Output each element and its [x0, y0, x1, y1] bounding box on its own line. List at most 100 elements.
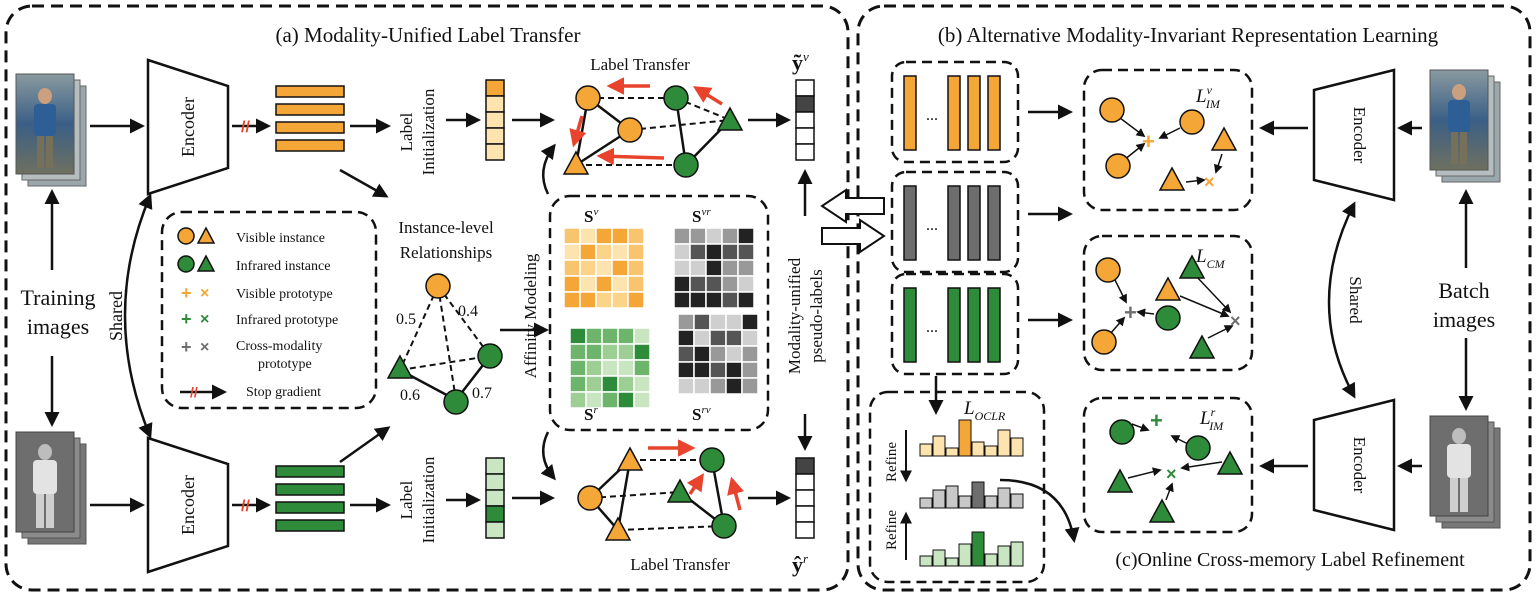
- batch-encoder-top: [1312, 68, 1396, 202]
- svg-text:×: ×: [1166, 464, 1177, 484]
- batch-encoder-top-label: Encoder: [1350, 107, 1369, 164]
- matrix-cell: [673, 275, 691, 293]
- svg-text:+: +: [181, 309, 192, 329]
- histogram-bar: [997, 429, 1011, 457]
- matrix-cell: [725, 313, 743, 331]
- matrix-cell: [673, 259, 691, 277]
- y-tilde-v: ỹv: [792, 49, 809, 75]
- relationship-graph: [386, 273, 503, 415]
- matrix-cell: [627, 291, 645, 309]
- histogram-bar: [997, 545, 1011, 567]
- matrix-cell: [725, 361, 743, 379]
- s-rv-label: Srv: [692, 404, 711, 424]
- refine-label-top: Refine: [884, 442, 900, 482]
- memory-visible-dots: ...: [926, 107, 938, 124]
- matrix-cell: [741, 313, 759, 331]
- matrix-s-rv: [677, 313, 759, 395]
- matrix-cell: [673, 291, 691, 309]
- matrix-s-v: [563, 227, 645, 309]
- matrix-cell: [585, 375, 603, 393]
- matrix-cell: [633, 343, 651, 361]
- matrix-cell: [633, 359, 651, 377]
- svg-text:×: ×: [1204, 172, 1215, 192]
- s-v-label: Sv: [584, 206, 598, 226]
- label-transfer-graph-top: [562, 77, 744, 178]
- matrix-cell: [595, 259, 613, 277]
- visible-output-vector: [795, 79, 815, 161]
- hollow-arrow-left: [820, 188, 885, 224]
- label-transfer-top: Label Transfer: [590, 55, 690, 74]
- panel-a-frame: [4, 4, 850, 592]
- legend-cross-modality-1: Cross-modality: [236, 339, 322, 354]
- loss-oclr: LOCLR: [963, 398, 1006, 423]
- matrix-cell: [601, 327, 619, 345]
- modality-unified-1: Modality-unified: [785, 257, 804, 374]
- legend-visible-prototype: Visible prototype: [236, 287, 333, 302]
- matrix-cell: [741, 345, 759, 363]
- matrix-cell: [601, 343, 619, 361]
- loss-im-v-diagram: + ×: [1099, 97, 1238, 192]
- matrix-cell: [673, 243, 691, 261]
- memory-cross: [890, 170, 1020, 274]
- matrix-cell: [569, 359, 587, 377]
- matrix-cell: [693, 313, 711, 331]
- label-transfer-bottom: Label Transfer: [630, 555, 730, 574]
- matrix-cell: [689, 227, 707, 245]
- visible-features: [275, 85, 345, 152]
- matrix-cell: [673, 227, 691, 245]
- matrix-cell: [611, 259, 629, 277]
- matrix-cell: [737, 275, 755, 293]
- loss-cm-box: [1082, 234, 1254, 372]
- histogram-bar: [919, 443, 933, 457]
- matrix-cell: [569, 375, 587, 393]
- histogram-bar: [958, 495, 972, 509]
- matrix-cell: [705, 259, 723, 277]
- affinity-modeling-label: Affinity Modeling: [521, 253, 540, 378]
- infrared-features: [275, 465, 345, 532]
- infrared-training-images: [15, 431, 87, 545]
- matrix-cell: [709, 361, 727, 379]
- legend-stop-gradient: Stop gradient: [246, 385, 321, 400]
- matrix-cell: [725, 377, 743, 395]
- matrix-cell: [617, 375, 635, 393]
- matrix-cell: [689, 259, 707, 277]
- visible-training-images: [15, 73, 87, 187]
- matrix-cell: [737, 291, 755, 309]
- loss-im-v-box: [1082, 68, 1254, 212]
- oclr-box: [868, 390, 1046, 584]
- matrix-cell: [563, 259, 581, 277]
- matrix-cell: [627, 259, 645, 277]
- instance-relationships-2: Relationships: [400, 243, 493, 262]
- visible-encoder: [146, 58, 230, 196]
- matrix-cell: [741, 377, 759, 395]
- matrix-cell: [705, 291, 723, 309]
- matrix-cell: [689, 243, 707, 261]
- matrix-cell: [617, 327, 635, 345]
- matrix-cell: [721, 291, 739, 309]
- infrared-encoder: [146, 436, 230, 574]
- loss-im-r-box: [1082, 396, 1254, 534]
- histogram-bar: [945, 557, 959, 567]
- histogram-bar: [971, 481, 985, 509]
- matrix-cell: [579, 291, 597, 309]
- matrix-cell: [579, 227, 597, 245]
- stop-gradient-mark-infrared: //: [241, 498, 250, 515]
- matrix-cell: [705, 243, 723, 261]
- svg-text:×: ×: [1230, 311, 1241, 331]
- matrix-cell: [627, 227, 645, 245]
- infrared-label-vector: [485, 457, 505, 539]
- batch-encoder-bottom-label: Encoder: [1350, 437, 1369, 494]
- s-vr-label: Svr: [692, 206, 711, 226]
- memory-cross-dots: ...: [926, 217, 938, 234]
- matrix-cell: [741, 361, 759, 379]
- edge-weight-4: 0.7: [472, 385, 492, 402]
- matrix-cell: [563, 291, 581, 309]
- matrix-cell: [633, 375, 651, 393]
- legend-cross-modality-2: prototype: [258, 357, 312, 372]
- histogram-bar: [984, 553, 998, 567]
- histogram-bar: [1010, 437, 1024, 457]
- stop-gradient-mark-visible: //: [241, 119, 250, 136]
- matrix-cell: [721, 243, 739, 261]
- label-init-visible-2: Initialization: [419, 88, 438, 175]
